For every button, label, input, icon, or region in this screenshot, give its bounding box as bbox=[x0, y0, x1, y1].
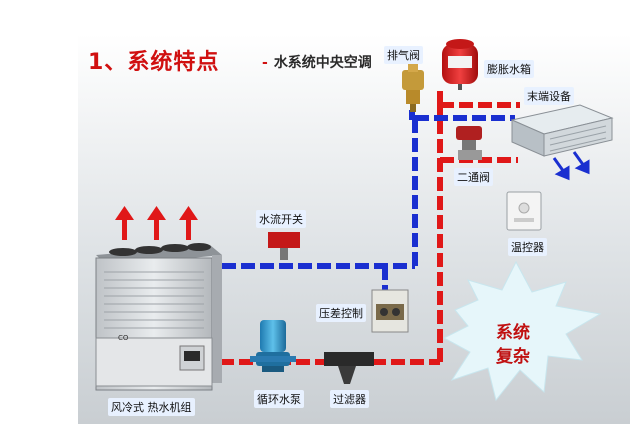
slide-subtitle: -水系统中央空调 bbox=[262, 52, 372, 72]
label-pressure-diff-control: 压差控制 bbox=[316, 304, 366, 322]
terminal-unit-icon bbox=[510, 104, 614, 157]
down-arrow-icon bbox=[552, 157, 570, 181]
up-arrow-icon bbox=[115, 206, 134, 240]
label-exhaust-valve: 排气阀 bbox=[384, 46, 423, 64]
label-two-way-valve: 二通阀 bbox=[454, 168, 493, 186]
filter-icon bbox=[324, 352, 374, 384]
up-arrow-icon bbox=[179, 206, 198, 240]
return-pipe bbox=[222, 110, 515, 292]
title-text: 系统特点 bbox=[127, 50, 220, 75]
burst-text-line1: 系统 bbox=[496, 323, 530, 343]
label-filter: 过滤器 bbox=[330, 390, 369, 408]
expansion-tank-icon bbox=[442, 39, 478, 90]
thermostat-icon bbox=[506, 191, 542, 231]
label-thermostat: 温控器 bbox=[508, 238, 547, 256]
label-chiller-unit: 风冷式 热水机组 bbox=[108, 398, 195, 416]
cool-air-arrows bbox=[552, 151, 590, 181]
flow-switch-icon bbox=[268, 232, 300, 260]
subtitle-text: 水系统中央空调 bbox=[273, 55, 372, 71]
label-expansion-tank: 膨胀水箱 bbox=[484, 60, 534, 78]
chiller-unit-icon: CO bbox=[95, 243, 222, 391]
exhaust-valve-icon bbox=[402, 62, 424, 112]
label-terminal-unit: 末端设备 bbox=[524, 87, 574, 105]
two-way-valve-icon bbox=[456, 126, 482, 160]
label-flow-switch: 水流开关 bbox=[256, 210, 306, 228]
heat-exhaust-arrows bbox=[115, 206, 198, 240]
title-number: 1、 bbox=[88, 50, 128, 75]
slide-title: 1、系统特点 bbox=[88, 44, 219, 76]
up-arrow-icon bbox=[147, 206, 166, 240]
subtitle-dash: - bbox=[262, 55, 268, 71]
burst-text-line2: 复杂 bbox=[496, 347, 530, 367]
svg-text:CO: CO bbox=[118, 334, 129, 342]
complexity-burst-shape bbox=[442, 260, 602, 402]
circulation-pump-icon bbox=[250, 320, 296, 372]
label-circulation-pump: 循环水泵 bbox=[254, 390, 304, 408]
down-arrow-icon bbox=[572, 151, 590, 175]
pressure-diff-control-icon bbox=[371, 289, 409, 333]
